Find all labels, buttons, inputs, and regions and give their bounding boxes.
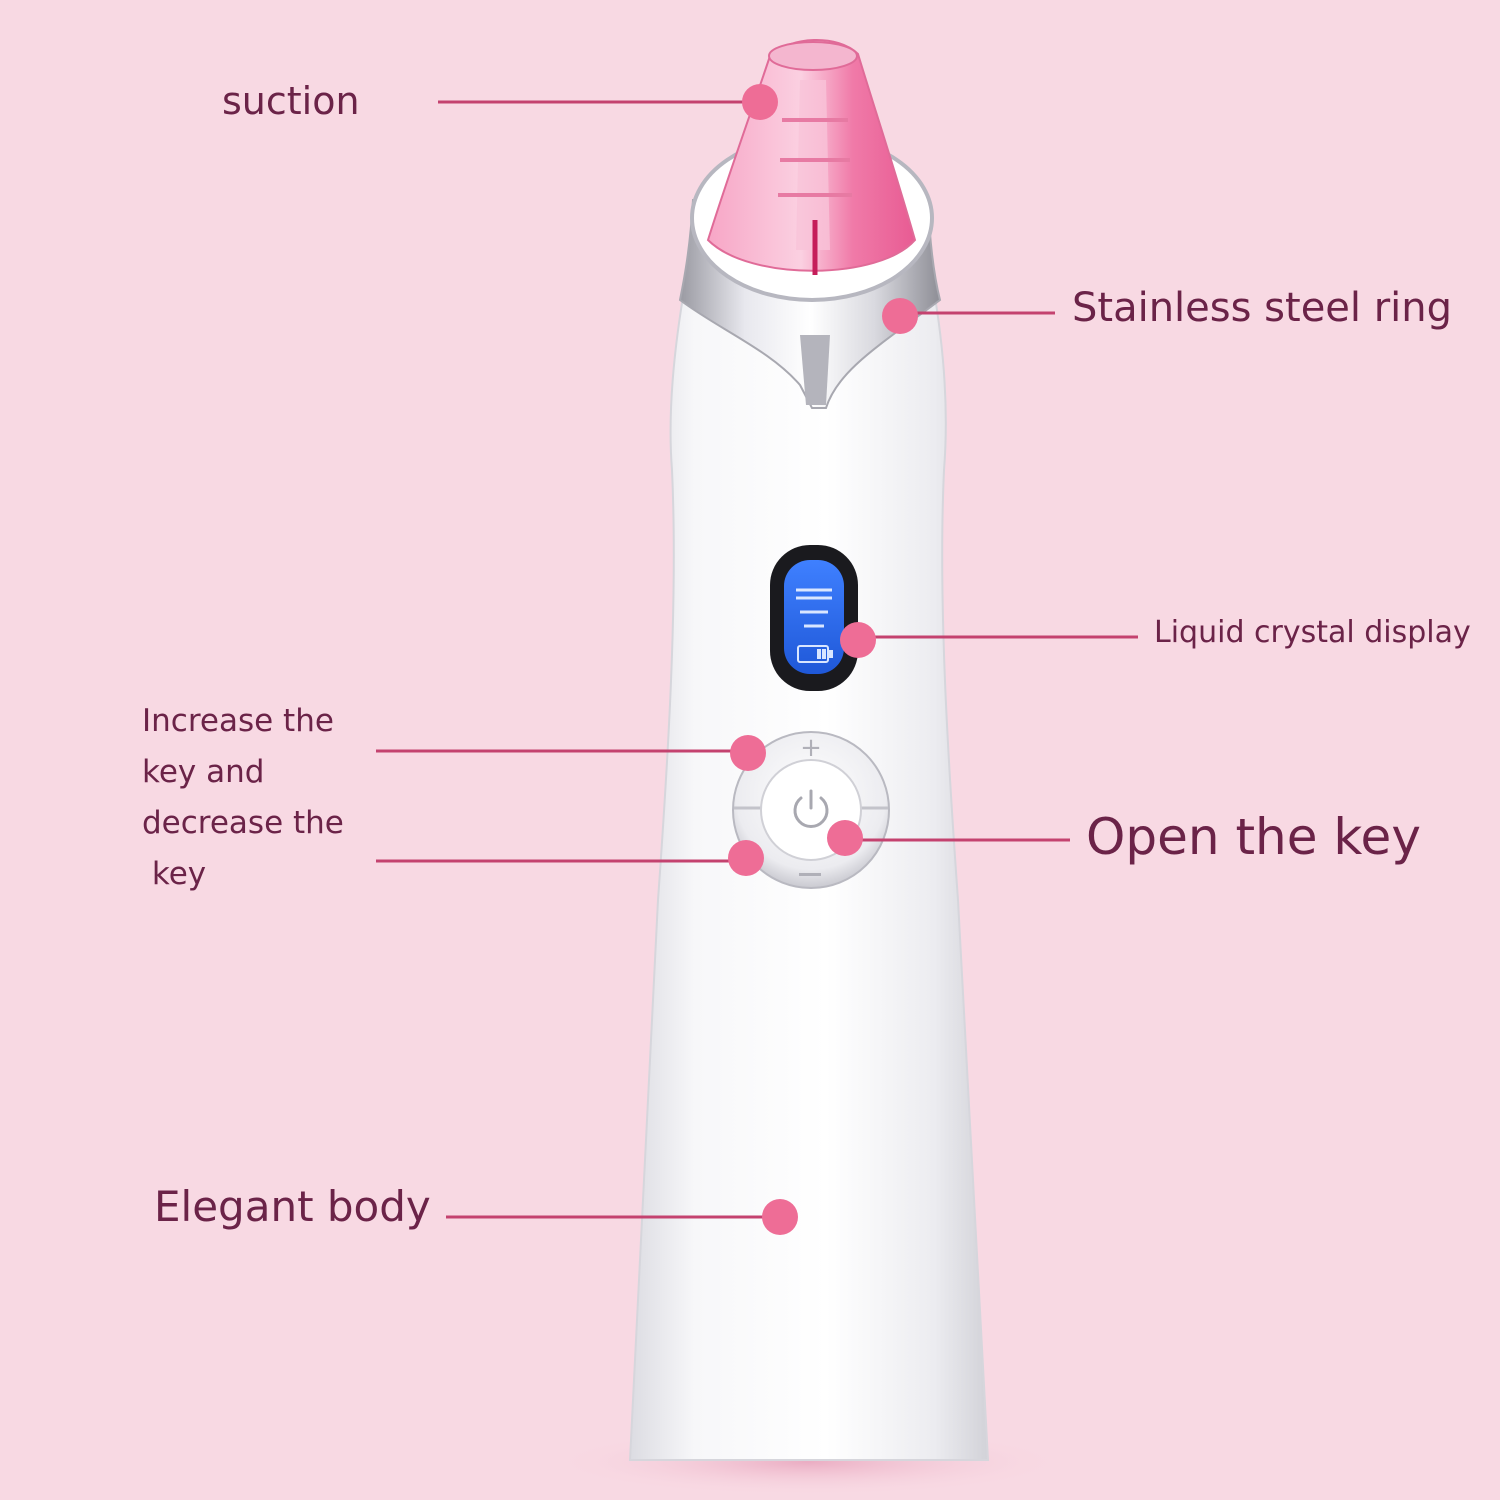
label-keys-line-4: key <box>142 856 207 892</box>
dot-body <box>762 1199 798 1235</box>
dot-increase <box>730 735 766 771</box>
dot-lcd <box>840 622 876 658</box>
power-icon <box>793 789 829 828</box>
label-liquid-crystal-display: Liquid crystal display <box>1154 615 1471 650</box>
leader-lines <box>376 100 1138 1219</box>
dot-ring <box>882 298 918 334</box>
nozzle-channel <box>796 80 830 250</box>
label-increase-decrease-keys: Increase the key and decrease the key <box>142 696 372 900</box>
dot-decrease <box>728 840 764 876</box>
label-elegant-body: Elegant body <box>154 1182 431 1231</box>
nozzle-ridges <box>778 118 852 197</box>
label-keys-line-1: Increase the <box>142 703 334 739</box>
lcd-level-bars <box>796 588 832 628</box>
battery-icon <box>797 645 833 663</box>
nozzle-tip <box>768 41 858 71</box>
label-suction: suction <box>222 79 360 123</box>
lcd-screen <box>784 560 844 674</box>
minus-icon[interactable] <box>799 873 821 876</box>
marker-dots <box>728 84 918 1235</box>
label-stainless-steel-ring: Stainless steel ring <box>1072 285 1453 331</box>
label-open-the-key: Open the key <box>1086 808 1421 866</box>
plus-icon[interactable]: + <box>800 733 822 763</box>
label-keys-line-3: decrease the <box>142 805 344 841</box>
dot-suction <box>742 84 778 120</box>
label-keys-line-2: key and <box>142 754 265 790</box>
ring-notch <box>800 335 830 405</box>
dot-open <box>827 820 863 856</box>
